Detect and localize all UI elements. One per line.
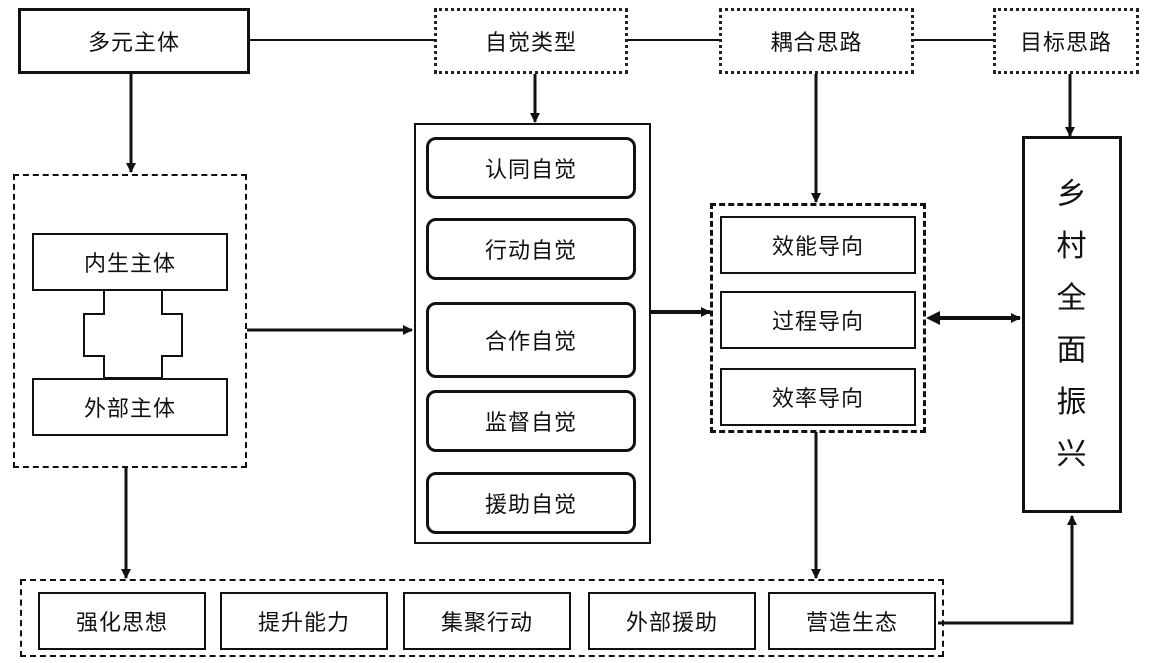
consciousness-container bbox=[414, 123, 651, 544]
types-label: 自觉类型 bbox=[484, 31, 577, 56]
target-char: 全 bbox=[1056, 280, 1088, 316]
target-char: 兴 bbox=[1056, 436, 1088, 472]
subject-label: 多元主体 bbox=[87, 31, 180, 56]
orientation-label: 效率导向 bbox=[771, 387, 864, 412]
consciousness-label: 监督自觉 bbox=[484, 411, 577, 436]
orientation-item-efficiency: 效率导向 bbox=[720, 368, 916, 426]
bottom-item-action: 集聚行动 bbox=[403, 592, 571, 650]
bottom-label: 外部援助 bbox=[625, 611, 718, 636]
bottom-item-thought: 强化思想 bbox=[38, 592, 206, 650]
consciousness-item-cooperation: 合作自觉 bbox=[426, 302, 636, 378]
target-char: 振 bbox=[1056, 384, 1088, 420]
bottom-frame bbox=[20, 579, 944, 657]
external-subject-label: 外部主体 bbox=[83, 397, 176, 422]
bottom-label: 集聚行动 bbox=[440, 611, 533, 636]
consciousness-label: 行动自觉 bbox=[484, 239, 577, 264]
goal-box: 目标思路 bbox=[993, 8, 1139, 74]
goal-label: 目标思路 bbox=[1019, 31, 1112, 56]
consciousness-item-action: 行动自觉 bbox=[426, 218, 636, 280]
target-char: 面 bbox=[1056, 332, 1088, 368]
arrow-ecology-target bbox=[938, 515, 1077, 625]
orientation-item-effectiveness: 效能导向 bbox=[720, 216, 916, 274]
subjects-frame bbox=[13, 174, 247, 468]
external-subject-box: 外部主体 bbox=[32, 378, 228, 436]
endogenous-subject-label: 内生主体 bbox=[83, 252, 176, 277]
consciousness-item-supervision: 监督自觉 bbox=[426, 390, 636, 452]
bottom-item-ecology: 营造生态 bbox=[768, 592, 936, 650]
bottom-label: 强化思想 bbox=[75, 611, 168, 636]
rural-revitalization-box: 乡 村 全 面 振 兴 bbox=[1022, 136, 1122, 513]
target-char: 村 bbox=[1056, 228, 1088, 264]
consciousness-label: 合作自觉 bbox=[484, 330, 577, 355]
bottom-item-ability: 提升能力 bbox=[220, 592, 388, 650]
consciousness-label: 认同自觉 bbox=[484, 158, 577, 183]
consciousness-item-identity: 认同自觉 bbox=[426, 137, 636, 199]
subject-box: 多元主体 bbox=[18, 8, 250, 74]
target-char: 乡 bbox=[1056, 176, 1088, 212]
bottom-label: 营造生态 bbox=[805, 611, 898, 636]
consciousness-label: 援助自觉 bbox=[484, 493, 577, 518]
coupling-label: 耦合思路 bbox=[770, 31, 863, 56]
bottom-item-external-aid: 外部援助 bbox=[588, 592, 756, 650]
bottom-label: 提升能力 bbox=[257, 611, 350, 636]
types-box: 自觉类型 bbox=[434, 8, 628, 74]
coupling-box: 耦合思路 bbox=[719, 8, 914, 74]
endogenous-subject-box: 内生主体 bbox=[32, 233, 228, 291]
arrow-head-left bbox=[926, 311, 940, 325]
orientation-item-process: 过程导向 bbox=[720, 291, 916, 349]
orientation-label: 过程导向 bbox=[771, 310, 864, 335]
orientation-label: 效能导向 bbox=[771, 235, 864, 260]
consciousness-item-assistance: 援助自觉 bbox=[426, 472, 636, 534]
orientation-frame bbox=[710, 203, 926, 433]
